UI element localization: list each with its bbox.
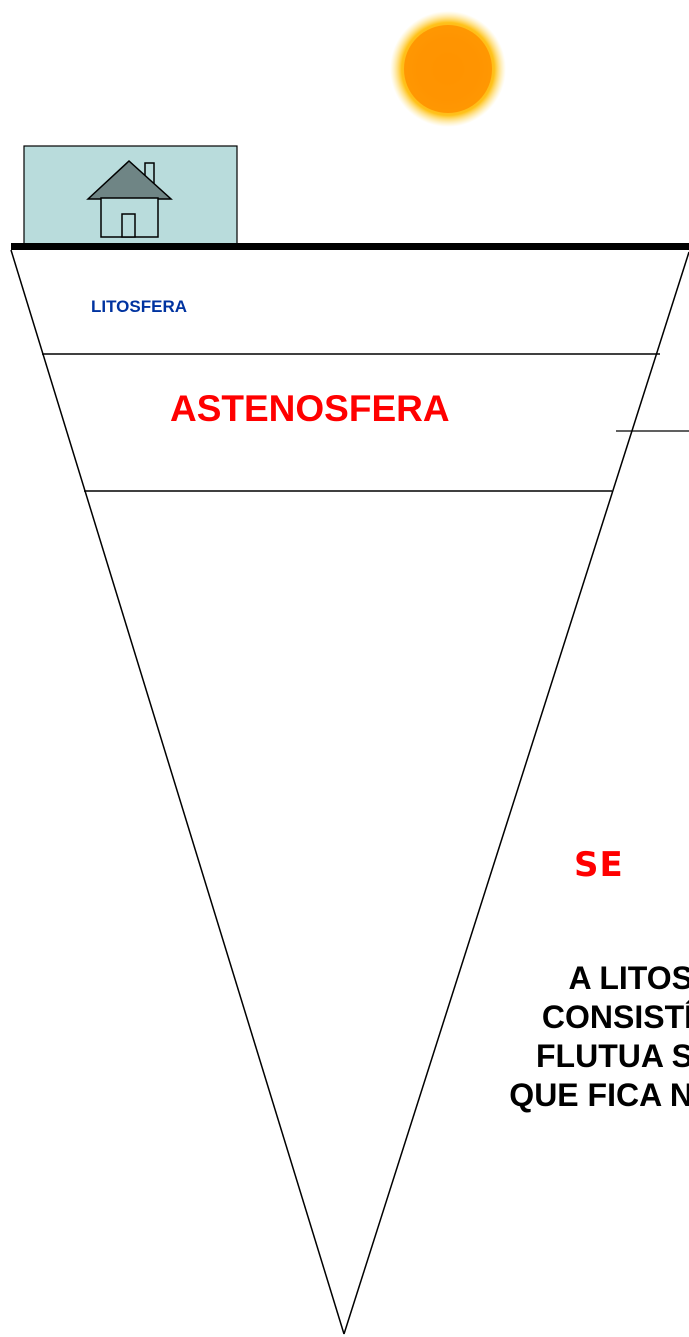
description-paragraph: A LITOS CONSISTÍ FLUTUA S QUE FICA N (0, 959, 689, 1115)
sun-icon (390, 11, 506, 127)
asthenosphere-label: ASTENOSFERA (170, 388, 450, 430)
ground-line (11, 243, 689, 250)
paragraph-line: CONSISTÍ (0, 998, 689, 1037)
lithosphere-label: LITOSFERA (91, 297, 187, 317)
paragraph-line: A LITOS (0, 959, 689, 998)
paragraph-line: QUE FICA N (0, 1076, 689, 1115)
clipped-heading: SE (574, 845, 624, 885)
paragraph-line: FLUTUA S (0, 1037, 689, 1076)
